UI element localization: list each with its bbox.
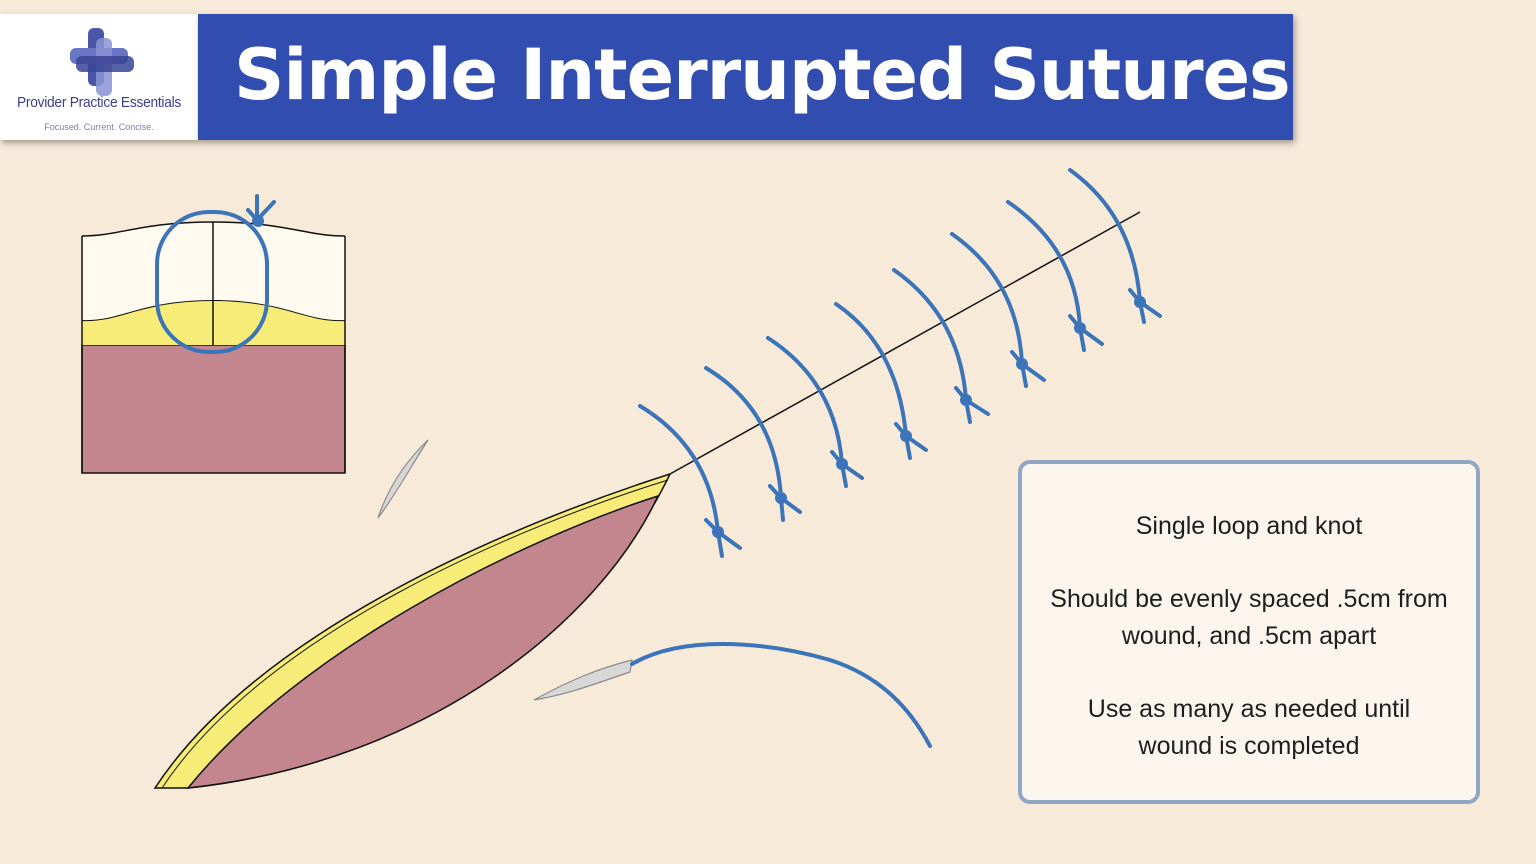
stitch-5 <box>892 268 990 424</box>
logo-name: Provider Practice Essentials <box>16 94 182 111</box>
needle-left <box>377 439 429 519</box>
stitch-8 <box>1068 168 1162 324</box>
needle-with-suture <box>533 659 633 701</box>
inset-knot <box>252 215 264 227</box>
stitch-4 <box>834 302 928 460</box>
logo: Provider Practice Essentials Focused. Cu… <box>0 14 198 140</box>
skin-cross-section <box>81 221 346 474</box>
wound <box>153 472 672 789</box>
note-quantity: Use as many as needed until wound is com… <box>1087 695 1411 760</box>
suture-stitches <box>638 168 1162 558</box>
note-spacing: Should be evenly spaced .5cm from wound,… <box>1050 585 1448 650</box>
note-single-loop: Single loop and knot <box>1135 512 1363 540</box>
page-title: Simple Interrupted Sutures <box>234 34 1291 116</box>
logo-tagline: Focused. Current. Concise. <box>44 122 154 132</box>
stitch-7 <box>1006 200 1104 352</box>
stitch-6 <box>950 232 1046 388</box>
logo-cross-icon <box>70 28 134 96</box>
inset-suture-loop <box>155 194 276 354</box>
title-bar: Simple Interrupted Sutures <box>198 14 1293 140</box>
info-box: Single loop and knot Should be evenly sp… <box>1018 460 1480 804</box>
loose-suture-thread <box>630 642 932 748</box>
suture-knots <box>712 296 1146 538</box>
